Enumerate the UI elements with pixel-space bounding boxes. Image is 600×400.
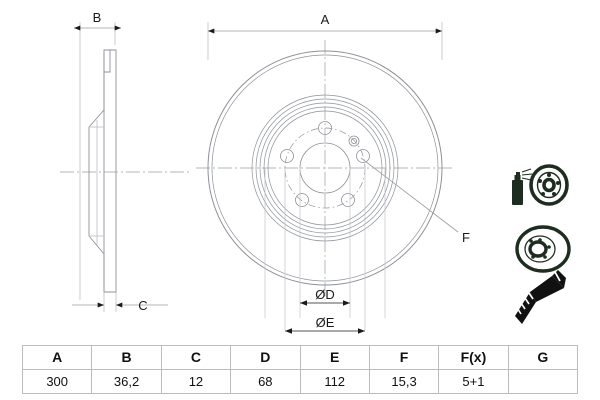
dimension-A bbox=[207, 22, 443, 60]
td-E: 112 bbox=[299, 369, 370, 394]
table-row: 300 36,2 12 68 112 15,3 5+1 bbox=[21, 369, 579, 394]
side-view bbox=[60, 22, 190, 312]
td-A: 300 bbox=[21, 369, 93, 394]
specification-table: A B C D E F F(x) G 300 36,2 12 68 112 15… bbox=[21, 345, 579, 394]
label-OE: ØE bbox=[316, 315, 335, 330]
th-Fx: F(x) bbox=[438, 345, 509, 370]
th-B: B bbox=[91, 345, 162, 370]
th-G: G bbox=[507, 345, 579, 370]
th-C: C bbox=[160, 345, 232, 370]
td-C: 12 bbox=[160, 369, 232, 394]
th-F: F bbox=[368, 345, 440, 370]
td-B: 36,2 bbox=[91, 369, 162, 394]
locating-hole bbox=[348, 135, 360, 147]
td-F: 15,3 bbox=[368, 369, 440, 394]
label-F: F bbox=[462, 230, 470, 245]
countersunk-screw-icon bbox=[515, 270, 566, 324]
leader-line-F bbox=[360, 157, 459, 233]
td-Fx: 5+1 bbox=[438, 369, 509, 394]
th-A: A bbox=[21, 345, 93, 370]
disc-section-profile bbox=[88, 49, 117, 293]
dimension-C bbox=[72, 292, 168, 312]
label-B: B bbox=[93, 10, 102, 25]
label-C: C bbox=[138, 298, 147, 313]
th-D: D bbox=[230, 345, 301, 370]
spray-can-and-disc-icon bbox=[512, 164, 569, 206]
td-D: 68 bbox=[230, 369, 301, 394]
front-view bbox=[196, 22, 459, 334]
th-E: E bbox=[299, 345, 370, 370]
td-G bbox=[507, 369, 579, 394]
dimension-B bbox=[74, 22, 121, 300]
table-header-row: A B C D E F F(x) G bbox=[21, 345, 579, 370]
wheel-bolt-holes bbox=[280, 121, 370, 207]
label-A: A bbox=[321, 12, 330, 27]
label-OD: ØD bbox=[315, 287, 335, 302]
brake-disc-angled-icon bbox=[515, 225, 571, 273]
